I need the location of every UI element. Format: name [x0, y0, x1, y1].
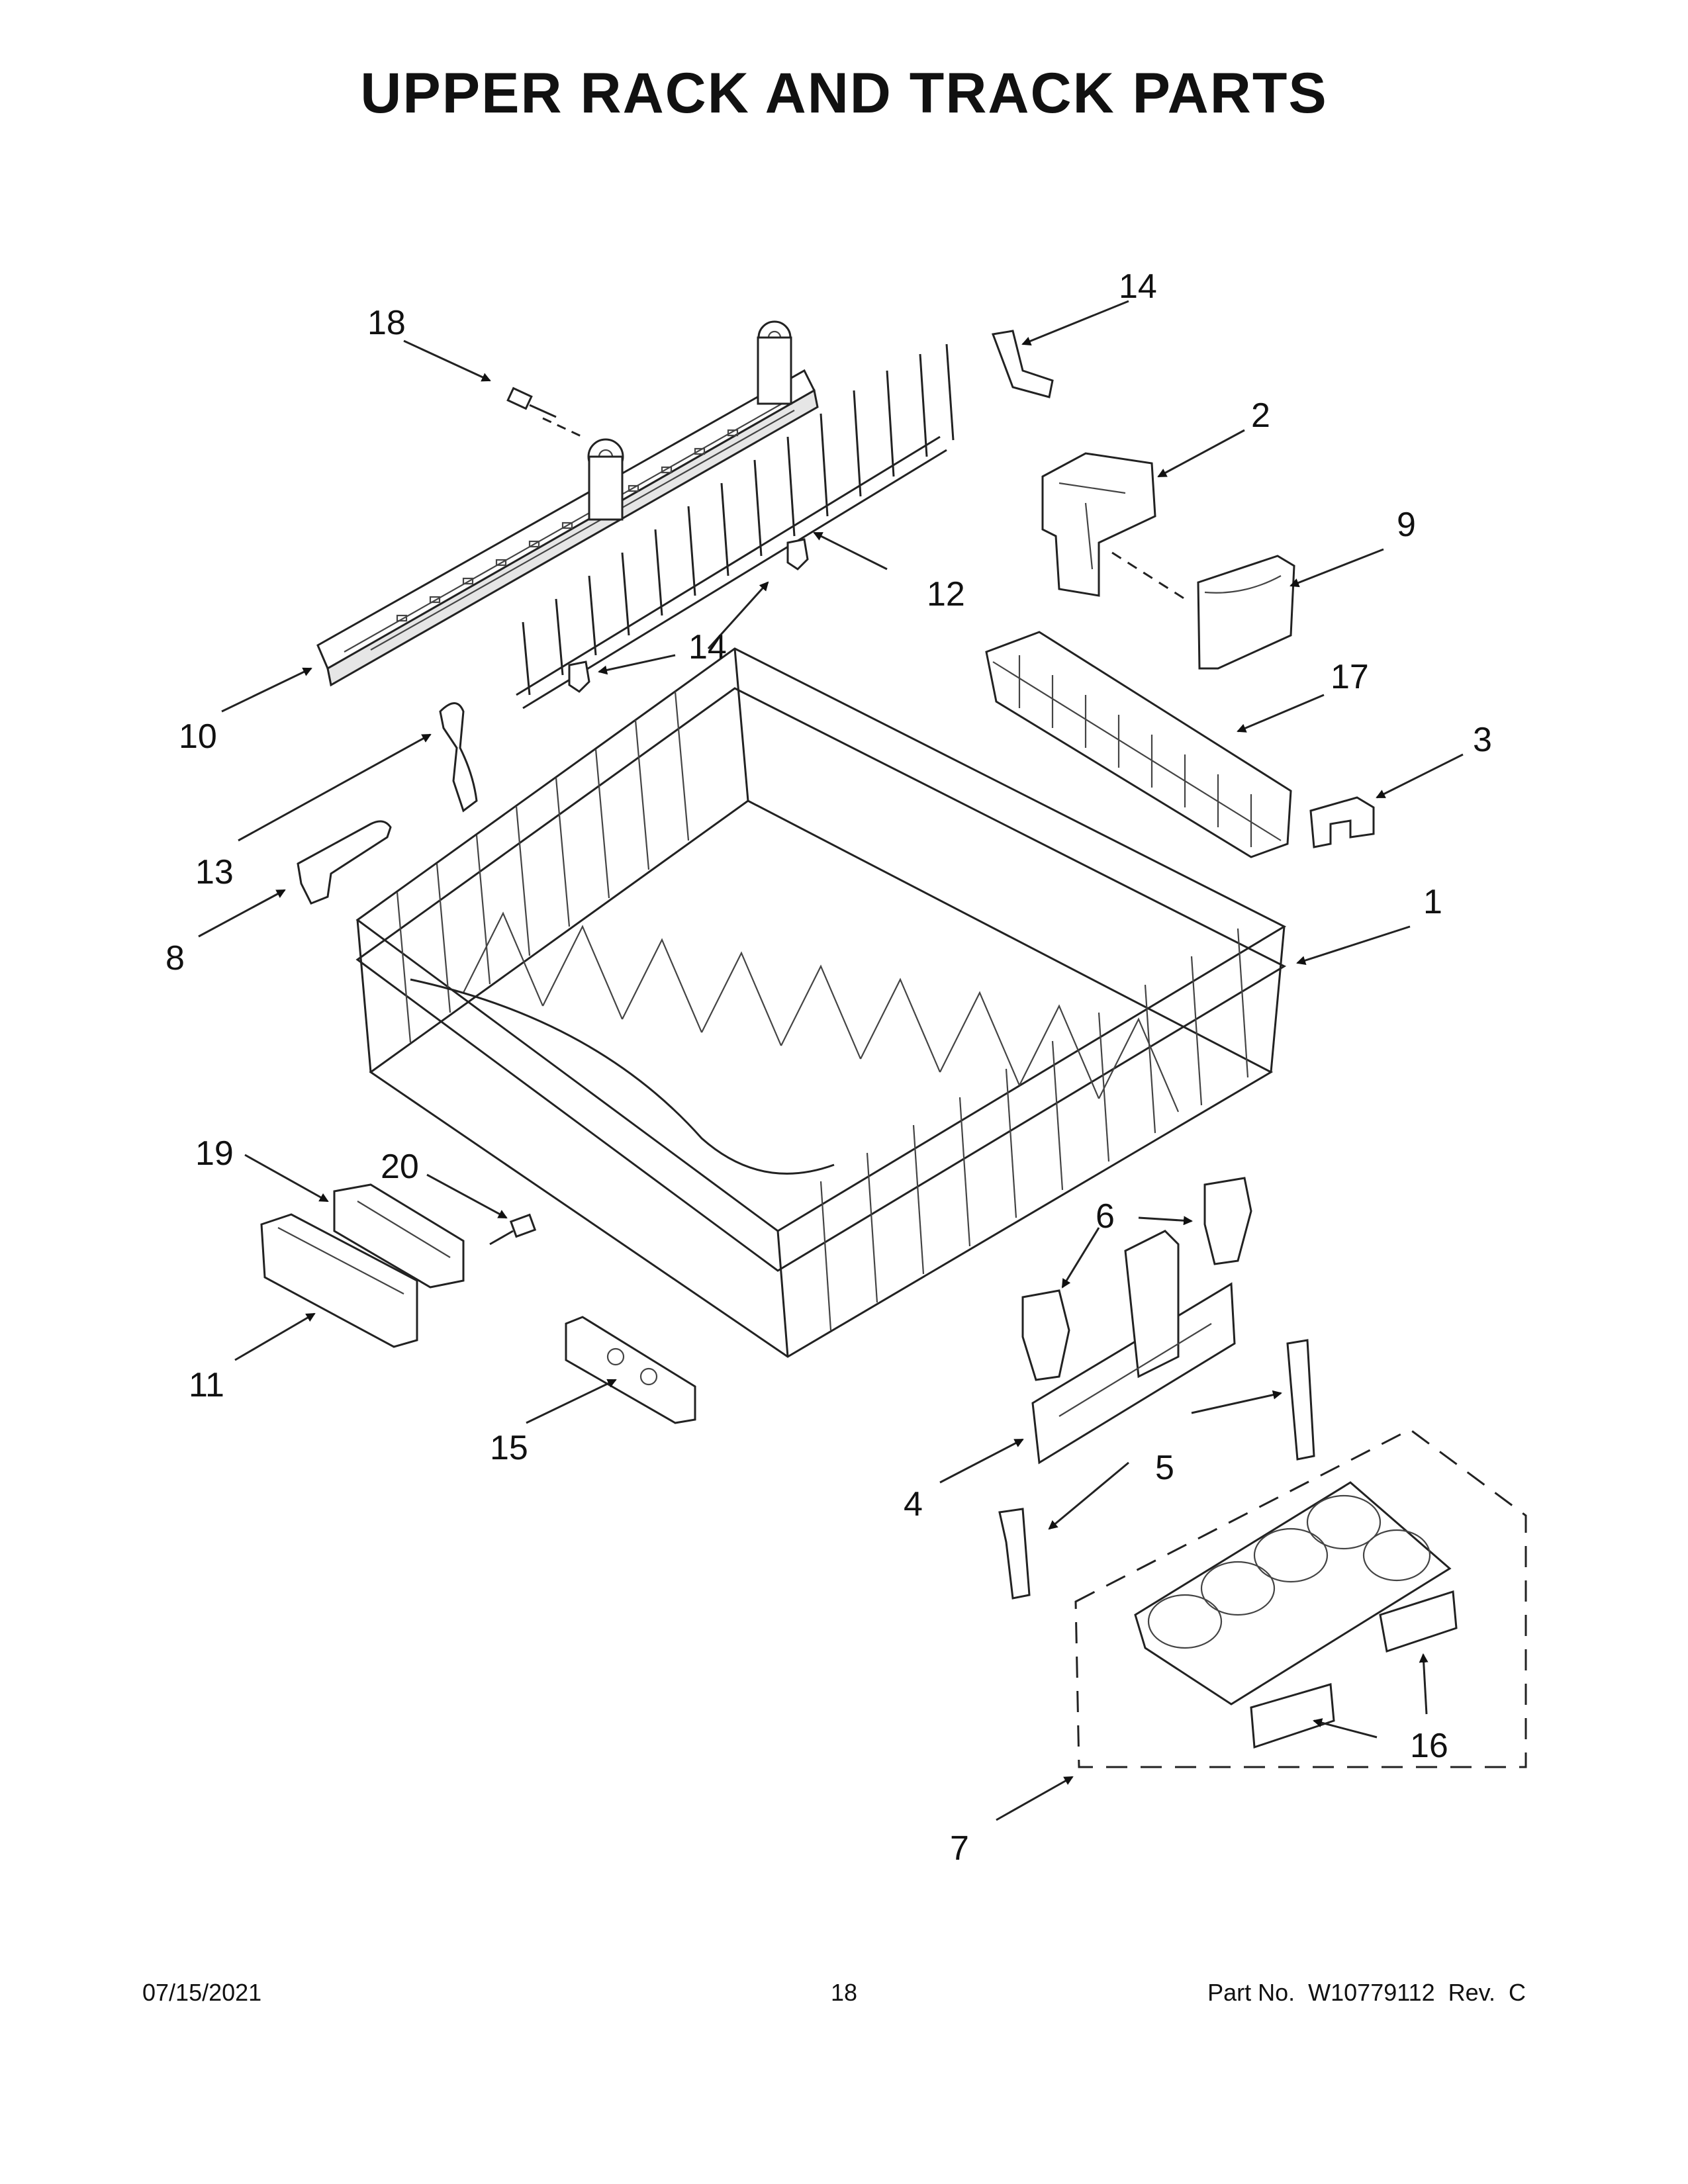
part-9-cover [1197, 555, 1295, 670]
part-15-holder [565, 1316, 696, 1424]
part-16-clip-lower [1250, 1683, 1335, 1749]
part-3-clip [1309, 796, 1375, 848]
part-5-slide-right [1286, 1339, 1315, 1461]
part-11-cap [260, 1213, 418, 1348]
part-6-clip-right [1203, 1177, 1252, 1265]
callout-17: 17 [1331, 658, 1369, 696]
leader-lines [198, 300, 1464, 1821]
part-16-clip-upper [1379, 1590, 1458, 1653]
part-17-basket [985, 631, 1292, 858]
part-18-screw [506, 387, 583, 438]
callout-10: 10 [179, 717, 217, 756]
part-7-assembly-outline [1074, 1428, 1527, 1768]
callout-20: 20 [381, 1148, 419, 1186]
callout-18: 18 [367, 304, 406, 342]
callout-16: 16 [1410, 1727, 1448, 1765]
footer-date: 07/15/2021 [142, 1979, 262, 2006]
part-12-tine-row [516, 343, 955, 709]
callout-12: 12 [927, 575, 965, 614]
part-10-track-rail [316, 320, 819, 687]
callout-6: 6 [1096, 1197, 1115, 1236]
part-20-screw [489, 1213, 537, 1246]
part-1-upper-rack [355, 647, 1287, 1358]
callout-3: 3 [1473, 721, 1492, 759]
part-14-clip-mid [786, 538, 809, 570]
part-4-adjuster [1031, 1230, 1236, 1465]
callout-15: 15 [490, 1429, 528, 1467]
part-8-handle [297, 820, 392, 905]
part-13-lever [439, 702, 478, 813]
part-5-slide-left [998, 1508, 1031, 1600]
callout-5: 5 [1155, 1449, 1174, 1487]
callout-2: 2 [1251, 396, 1270, 435]
part-19-bracket [333, 1183, 465, 1289]
footer-part-number: Part No. W10779112 Rev. C [1207, 1979, 1526, 2006]
part-2-bracket [1041, 452, 1186, 600]
callout-14-top: 14 [1119, 267, 1157, 306]
footer-page-number: 18 [830, 1979, 858, 2006]
part-6-clip-left [1021, 1289, 1070, 1381]
callout-7: 7 [950, 1829, 969, 1868]
callout-9: 9 [1397, 506, 1416, 544]
callout-13: 13 [195, 853, 234, 891]
page-title: UPPER RACK AND TRACK PARTS [360, 62, 1328, 125]
part-14-clip-left [568, 660, 590, 693]
callout-4: 4 [904, 1485, 923, 1524]
callout-11: 11 [189, 1366, 224, 1404]
callout-19: 19 [195, 1134, 234, 1173]
callout-8: 8 [165, 939, 185, 978]
part-14-clip-top [991, 330, 1054, 398]
callout-1: 1 [1423, 883, 1442, 921]
part-7-cup-shelf [1134, 1481, 1452, 1706]
callout-14-mid: 14 [688, 628, 727, 666]
